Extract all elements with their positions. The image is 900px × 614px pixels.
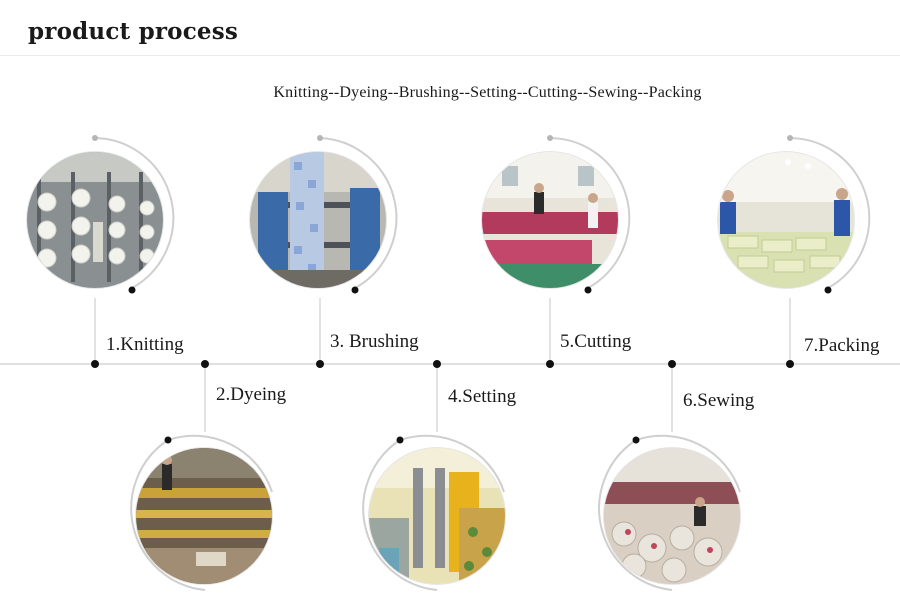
ring-arc-4 [362, 439, 438, 591]
timeline-dot-3 [316, 360, 324, 368]
step-label-cutting: 5.Cutting [560, 331, 632, 352]
setting-photo [369, 448, 505, 584]
page-title: product process [28, 18, 239, 45]
ring-arc-7 [789, 137, 871, 289]
ring-start-dot-7 [787, 135, 793, 141]
ring-arc-6 [598, 439, 673, 591]
title-divider [0, 55, 900, 56]
ring-arc-1 [94, 137, 175, 289]
ring-end-dot-5 [584, 286, 592, 294]
ring-start-dot-5 [547, 135, 553, 141]
step-label-packing: 7.Packing [804, 335, 880, 356]
process-sequence: Knitting--Dyeing--Brushing--Setting--Cut… [273, 84, 702, 101]
packing-photo [718, 152, 854, 288]
step-label-setting: 4.Setting [448, 386, 517, 407]
knitting-photo [27, 152, 163, 288]
ring-arc-5 [549, 137, 631, 289]
timeline-dot-5 [546, 360, 554, 368]
ring-arc-4b [399, 434, 505, 493]
step-label-brushing: 3. Brushing [330, 331, 419, 352]
step-label-sewing: 6.Sewing [683, 390, 755, 411]
ring-start-dot-3 [317, 135, 323, 141]
ring-start-dot-2 [164, 436, 172, 444]
step-label-knitting: 1.Knitting [106, 334, 184, 355]
ring-arc-6b [635, 434, 741, 493]
ring-arc-2b [167, 434, 273, 493]
watermark [330, 528, 358, 596]
timeline-dot-7 [786, 360, 794, 368]
timeline-dot-4 [433, 360, 441, 368]
ring-start-dot-4 [396, 436, 404, 444]
cutting-photo [482, 152, 618, 288]
ring-arc-3 [319, 137, 398, 289]
timeline-dot-6 [668, 360, 676, 368]
ring-start-dot-1 [92, 135, 98, 141]
ring-arc-2 [130, 439, 206, 591]
timeline-dot-1 [91, 360, 99, 368]
ring-end-dot-3 [351, 286, 359, 294]
dyeing-photo [136, 448, 272, 584]
ring-end-dot-7 [824, 286, 832, 294]
brushing-photo [250, 152, 386, 288]
timeline-dot-2 [201, 360, 209, 368]
ring-start-dot-6 [632, 436, 640, 444]
step-label-dyeing: 2.Dyeing [216, 384, 287, 405]
sewing-photo [604, 448, 740, 584]
ring-end-dot-1 [128, 286, 136, 294]
